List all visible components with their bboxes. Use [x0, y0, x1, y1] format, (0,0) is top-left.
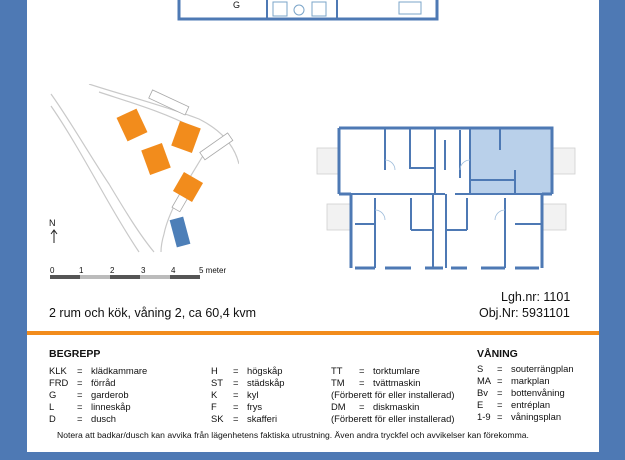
building-floorplan — [316, 126, 576, 270]
legend-row: G=garderob — [49, 389, 129, 400]
legend-row: MA=markplan — [477, 375, 550, 386]
scale-unit-label: 5 meter — [199, 266, 227, 275]
scale-tick-2: 2 — [110, 266, 115, 275]
legend-column-4: S=souterrängplan MA=markplan Bv=bottenvå… — [477, 363, 574, 423]
north-arrow-icon — [50, 229, 58, 243]
north-label: N — [49, 218, 56, 228]
legend-row: L=linneskåp — [49, 401, 131, 412]
legend-row: 1-9=våningsplan — [477, 411, 562, 422]
obj-nr: Obj.Nr: 5931101 — [479, 306, 570, 320]
legend-row: TM=tvättmaskin — [331, 377, 421, 388]
legend-row: S=souterrängplan — [477, 363, 574, 374]
scale-tick-4: 4 — [171, 266, 176, 275]
bottom-bar — [0, 452, 625, 460]
vaning-title: VÅNING — [477, 348, 518, 360]
legend-row: (Förberett för eller installerad) — [331, 389, 455, 400]
legend-column-2: H=högskåp ST=städskåp K=kyl F=frys SK=sk… — [211, 365, 285, 425]
legend-row: DM=diskmaskin — [331, 401, 420, 412]
legend-row: SK=skafferi — [211, 413, 278, 424]
site-plan — [50, 84, 239, 253]
begrepp-title: BEGREPP — [49, 348, 101, 360]
lgh-nr: Lgh.nr: 1101 — [501, 290, 571, 304]
apartment-description: 2 rum och kök, våning 2, ca 60,4 kvm — [49, 306, 257, 320]
top-floorplan-fragment — [177, 0, 439, 21]
legend-row: FRD=förråd — [49, 377, 116, 388]
legend-row: F=frys — [211, 401, 263, 412]
scale-tick-3: 3 — [141, 266, 146, 275]
disclaimer-note: Notera att badkar/dusch kan avvika från … — [57, 430, 529, 440]
scale-bar — [50, 275, 200, 279]
legend-column-3: TT=torktumlare TM=tvättmaskin (Förberett… — [331, 365, 454, 425]
legend-row: Bv=bottenvåning — [477, 387, 565, 398]
legend-row: H=högskåp — [211, 365, 283, 376]
site-building-highlight — [169, 216, 191, 248]
legend-column-1: KLK=klädkammare FRD=förråd G=garderob L=… — [49, 365, 147, 425]
legend-row: K=kyl — [211, 389, 259, 400]
legend-row: (Förberett för eller installerad) — [331, 413, 455, 424]
highlighted-apartment — [470, 128, 552, 194]
legend-row: D=dusch — [49, 413, 117, 424]
legend-row: KLK=klädkammare — [49, 365, 148, 376]
scale-tick-0: 0 — [50, 266, 55, 275]
floorplan-sheet: G N 0 1 — [27, 0, 599, 452]
top-plan-room-label: G — [233, 0, 241, 10]
orange-divider — [27, 331, 599, 335]
legend-row: E=entréplan — [477, 399, 551, 410]
scale-tick-1: 1 — [79, 266, 84, 275]
legend-row: TT=torktumlare — [331, 365, 420, 376]
legend-row: ST=städskåp — [211, 377, 285, 388]
